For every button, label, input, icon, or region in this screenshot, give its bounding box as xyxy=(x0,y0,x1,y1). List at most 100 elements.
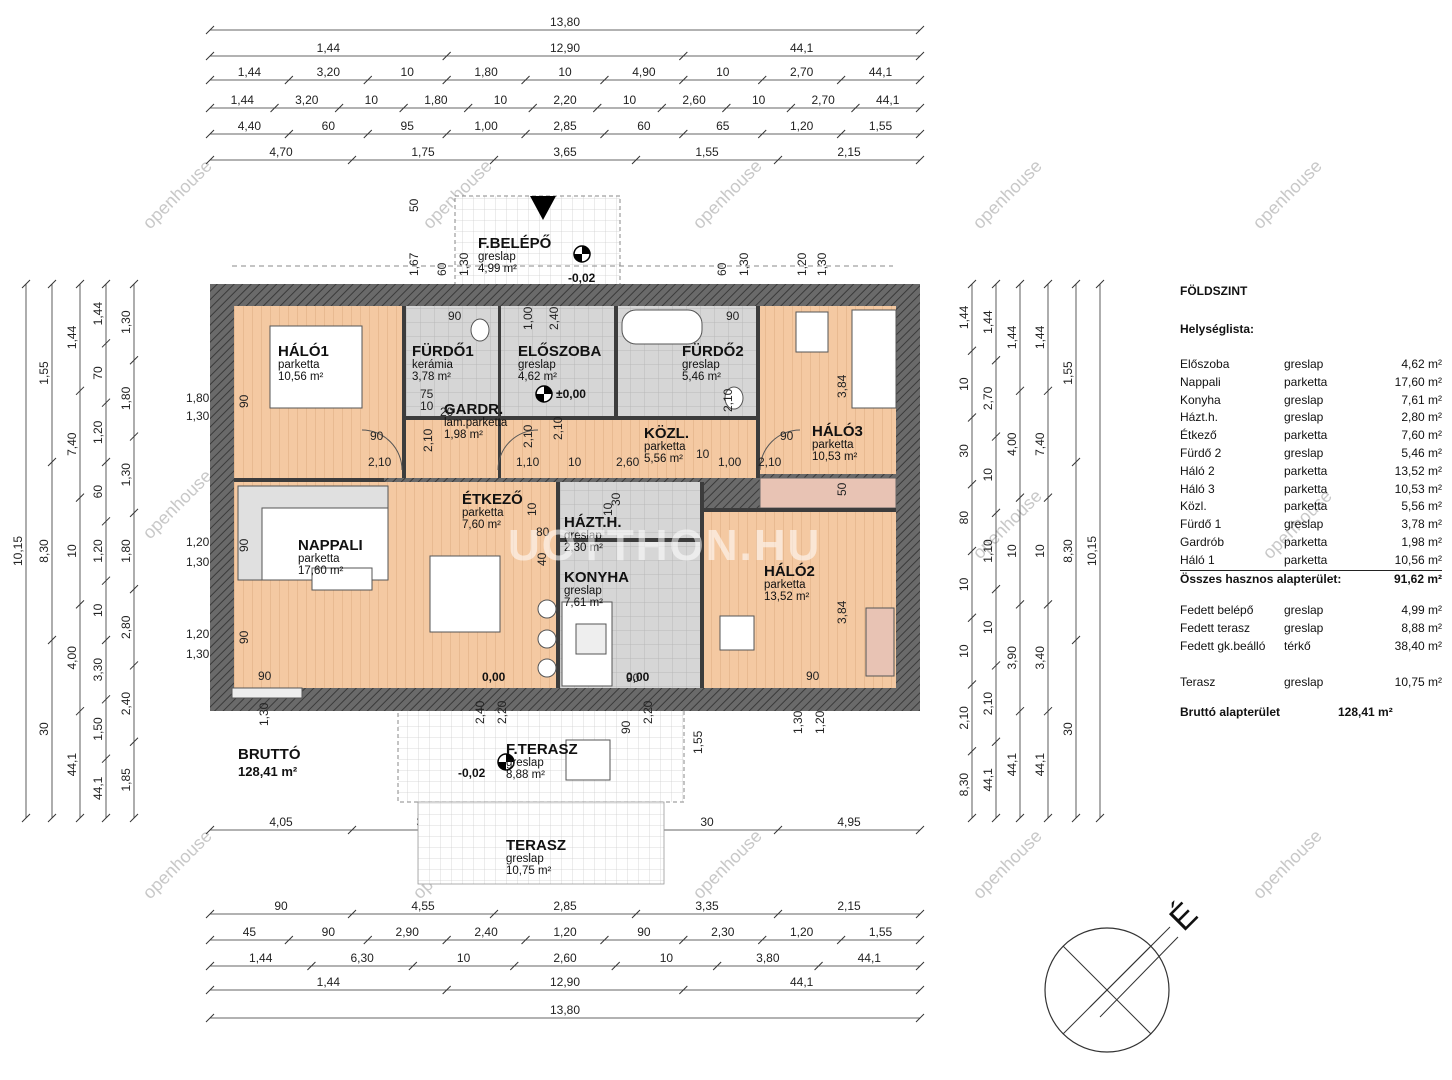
inner-dimension-label: 60 xyxy=(435,262,449,276)
dimension-label: 1,00 xyxy=(474,119,498,133)
inner-dimension-label: 50 xyxy=(407,198,421,212)
stool xyxy=(537,599,557,619)
dimension-label: 10,15 xyxy=(11,536,25,566)
legend-cell: parketta xyxy=(1284,481,1328,496)
inner-dimension-label: 90 xyxy=(258,669,272,683)
legend-cell: 5,56 m² xyxy=(1401,499,1442,514)
legend-cell: Fedett gk.beálló xyxy=(1180,638,1266,653)
level-value: -0,02 xyxy=(458,766,486,780)
dimension-label: 1,44 xyxy=(231,93,255,107)
inner-dimension-label: 90 xyxy=(780,429,794,443)
inner-dimension-label: 2,10 xyxy=(421,428,435,452)
dimension-label: 65 xyxy=(716,119,730,133)
legend-subtitle: Helységlista: xyxy=(1180,322,1255,336)
legend-cell: 4,62 m² xyxy=(1401,357,1442,371)
dimension-label: 1,44 xyxy=(1033,325,1047,349)
dimension-label: 10,15 xyxy=(1085,536,1099,566)
dimension-label: 10 xyxy=(1005,544,1019,558)
room-name: HÁLÓ2 xyxy=(764,562,815,580)
dimension-label: 1,80 xyxy=(119,539,133,563)
inner-dimension-label: 2,40 xyxy=(473,700,487,724)
legend-total: Összes hasznos alapterület: 91,62 m² xyxy=(1180,569,1442,589)
inner-dimension-label: 50 xyxy=(835,482,849,496)
dimension-label: 3,20 xyxy=(317,65,341,79)
inner-dimension-label: 1,00 xyxy=(718,455,742,469)
dimension-label: 3,65 xyxy=(553,145,577,159)
inner-dimension-label: 75 xyxy=(420,387,434,401)
legend-cell: greslap xyxy=(1284,517,1324,532)
dimension-label: 10 xyxy=(91,603,105,617)
room-area: 7,61 m² xyxy=(564,597,603,609)
room-area: 17,60 m² xyxy=(298,565,344,577)
dimension-label: 1,44 xyxy=(91,302,105,326)
inner-dimension-label: 90 xyxy=(806,669,820,683)
desk-halo3 xyxy=(795,311,829,353)
legend-cell: parketta xyxy=(1284,428,1328,443)
dimension-label: 60 xyxy=(322,119,336,133)
hob xyxy=(575,623,607,655)
dimension-label: 44,1 xyxy=(65,753,79,777)
dimension-label: 30 xyxy=(37,722,51,736)
dimension-label: 1,85 xyxy=(119,768,133,792)
inner-dimension-label: 2,10 xyxy=(368,455,392,469)
dimension-label: 1,80 xyxy=(474,65,498,79)
inner-dimension-label: 2,40 xyxy=(547,306,561,330)
room-eloszoba xyxy=(500,306,614,418)
legend-cell: 10,75 m² xyxy=(1394,674,1442,689)
legend-cell: 3,78 m² xyxy=(1401,517,1442,532)
inner-dimension-label: 1,30 xyxy=(186,555,210,569)
dimension-label: 3,20 xyxy=(295,93,319,107)
inner-dimension-label: 90 xyxy=(237,538,251,552)
room-area: 7,60 m² xyxy=(462,519,501,531)
dimension-label: 8,30 xyxy=(1061,539,1075,563)
brutto-title: BRUTTÓ xyxy=(238,746,301,763)
level-marker-icon xyxy=(497,753,515,771)
dimension-label: 44,1 xyxy=(869,65,893,79)
dimension-label: 1,20 xyxy=(553,925,577,939)
legend-title: FÖLDSZINT xyxy=(1180,284,1248,298)
dimension-label: 1,44 xyxy=(981,310,995,334)
watermark-text: openhouse xyxy=(1249,156,1326,233)
legend-cell: 7,61 m² xyxy=(1401,392,1442,407)
dimension-label: 10 xyxy=(981,620,995,634)
room-name: HÁLÓ3 xyxy=(812,422,863,440)
terrace-area xyxy=(417,801,665,885)
legend-cell: Étkező xyxy=(1180,428,1217,443)
toilet-furdo2 xyxy=(724,386,744,410)
dimension-label: 8,30 xyxy=(37,539,51,563)
dimension-label: 4,90 xyxy=(632,65,656,79)
dimension-label: 44,1 xyxy=(981,768,995,792)
dimension-label: 3,90 xyxy=(1005,646,1019,670)
dimension-label: 10 xyxy=(494,93,508,107)
dimension-label: 2,80 xyxy=(119,615,133,639)
toilet-furdo1 xyxy=(470,318,490,342)
dimension-label: 4,05 xyxy=(269,815,293,829)
dimension-label: 2,15 xyxy=(837,145,861,159)
dimension-label: 1,44 xyxy=(317,41,341,55)
terrace-table xyxy=(565,739,611,781)
window-sill-bottom xyxy=(231,687,303,699)
dimension-label: 2,85 xyxy=(553,119,577,133)
room-name: FÜRDŐ2 xyxy=(682,342,744,360)
inner-dimension-label: 2,10 xyxy=(758,455,782,469)
watermark-text: openhouse xyxy=(969,156,1046,233)
legend-cell: greslap xyxy=(1284,603,1324,618)
inner-dimension-label: 30 xyxy=(609,492,623,506)
room-gardrob xyxy=(406,420,498,478)
legend-cell: parketta xyxy=(1284,552,1328,567)
watermark-text: openhouse xyxy=(969,826,1046,903)
inner-dimension-label: 1,55 xyxy=(691,730,705,754)
room-name: HÁLÓ1 xyxy=(278,342,329,360)
legend-cell: greslap xyxy=(1284,445,1324,460)
dimension-label: 1,44 xyxy=(1005,325,1019,349)
dimension-label: 10 xyxy=(957,577,971,591)
dimension-label: 1,44 xyxy=(957,305,971,329)
legend-cell: 4,99 m² xyxy=(1401,603,1442,618)
dimension-label: 12,90 xyxy=(550,975,580,989)
dimension-label: 1,80 xyxy=(424,93,448,107)
inner-dimension-label: 40 xyxy=(535,552,549,566)
inner-dimension-label: 90 xyxy=(237,394,251,408)
